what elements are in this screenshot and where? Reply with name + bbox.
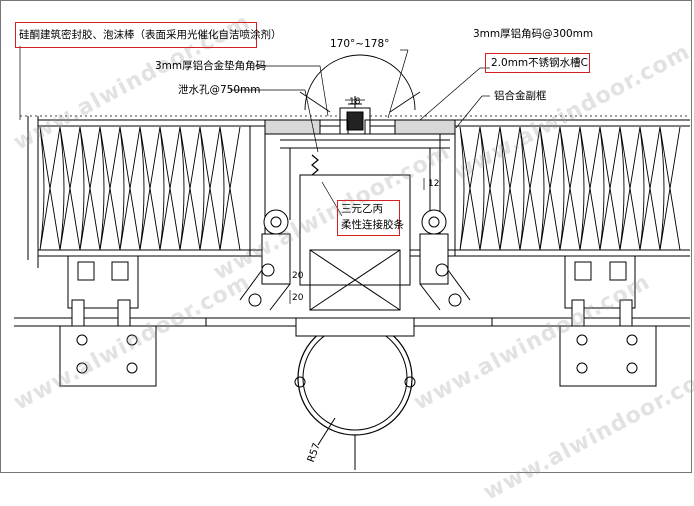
right-brackets [559,255,657,387]
steel-gutter-label: 2.0mm不锈钢水槽C [491,57,588,69]
dimensions [289,99,425,304]
center-joint [264,96,456,220]
epdm-label-line1: 三元乙丙 [341,203,383,215]
dim-20a-label: 20 [292,271,304,281]
aluminum-frame-label: 铝合金副框 [494,90,547,102]
leader-lines [19,46,490,217]
left-mullion [239,209,291,311]
section-drawing [14,46,690,470]
aluminum-angle-300-label: 3mm厚铝角码@300mm [473,28,594,40]
sealant-note-label: 硅酮建筑密封胶、泡沫棒（表面采用光催化自洁喷涂剂） [19,29,282,41]
left-brackets [59,255,157,387]
gutter-highlight [485,53,590,73]
angle-arc [304,54,416,111]
epdm-label-line2: 柔性连接胶条 [341,219,404,231]
drain-hole-label: 泄水孔@750mm [178,84,261,96]
dim-18-label: 18 [349,97,361,107]
dim-12-label: 12 [428,179,440,189]
sealant-note-highlight [15,22,257,48]
angle-range-label: 170°~178° [330,38,390,50]
dim-20b-label: 20 [292,293,304,303]
insulation-left [39,126,241,251]
insulation-right [459,126,681,251]
right-mullion [419,209,471,311]
round-tube [294,317,416,470]
center-box [299,174,411,311]
epdm-highlight [337,200,400,236]
aluminum-pad-angle-label: 3mm厚铝合金垫角角码 [155,60,267,72]
